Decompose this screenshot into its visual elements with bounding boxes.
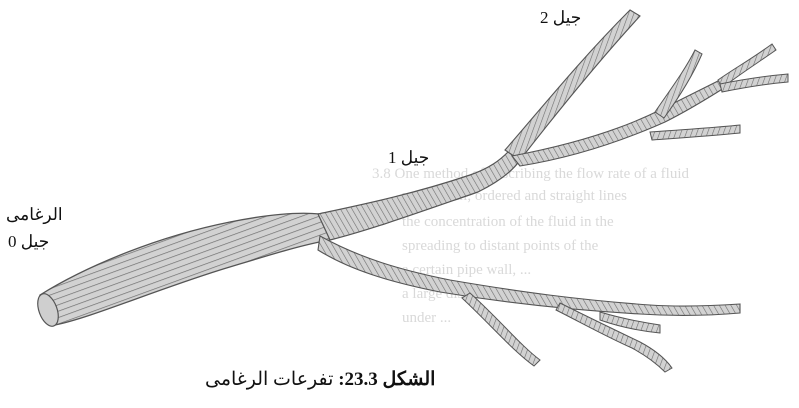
sub-branch-d (650, 125, 740, 140)
label-generation-1: جيل 1 (388, 148, 429, 168)
figure-caption: الشكل 23.3: تفرعات الرغامى (205, 368, 435, 391)
label-generation-2: جيل 2 (540, 8, 581, 28)
caption-prefix: الشكل 23.3: (338, 369, 435, 390)
caption-text: تفرعات الرغامى (205, 369, 333, 390)
label-trachea: الرغامى (6, 205, 63, 225)
lower-bronchus-tube (318, 236, 740, 315)
label-generation-0: جيل 0 (8, 232, 49, 252)
trachea-tube (40, 213, 330, 325)
